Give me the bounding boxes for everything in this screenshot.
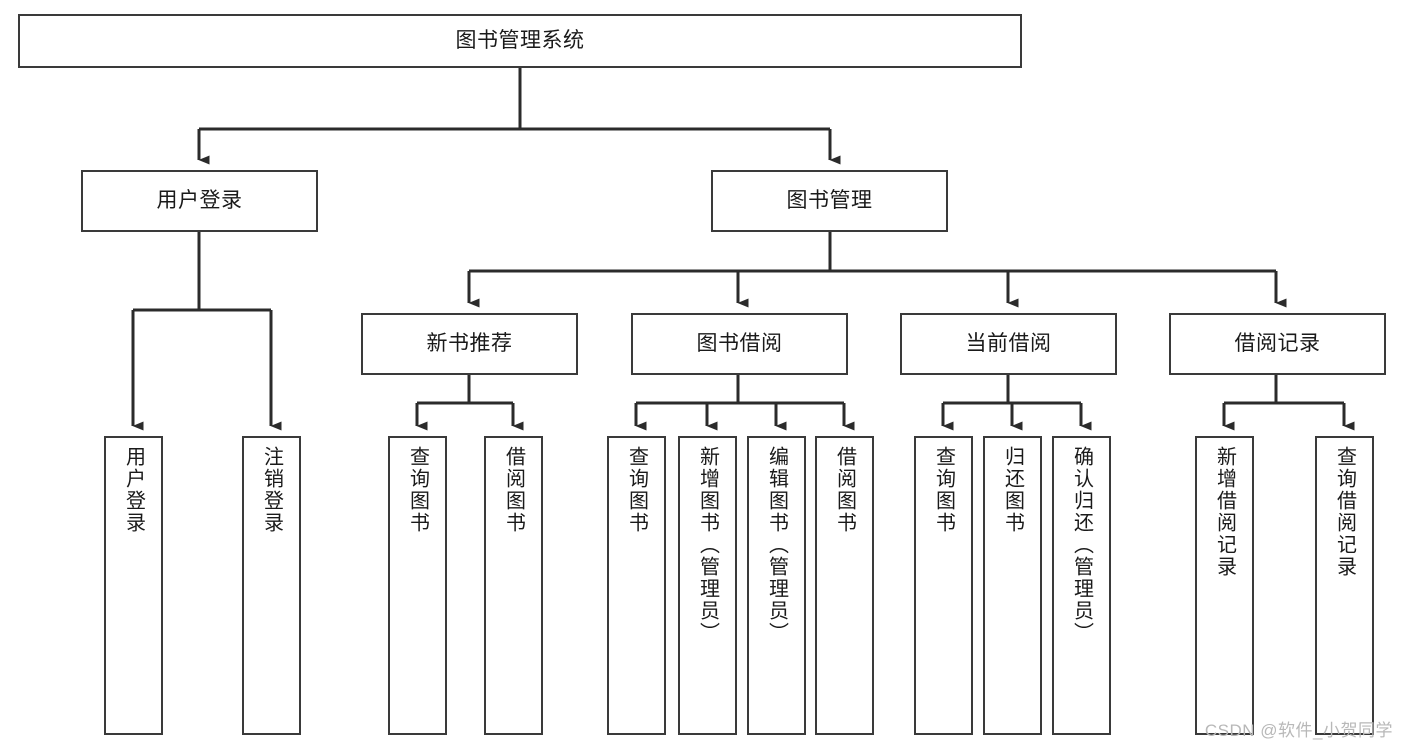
node-current-borrow-label: 当前借阅 xyxy=(965,331,1052,355)
leaf-bb-add-book-admin[interactable]: 新增图书（管理员） xyxy=(678,436,737,735)
leaf-cb-confirm-return-admin-label: 确认归还（管理员） xyxy=(1070,446,1093,644)
leaf-cb-query-book[interactable]: 查询图书 xyxy=(914,436,973,735)
node-book-borrow[interactable]: 图书借阅 xyxy=(631,313,848,375)
leaf-cb-query-book-label: 查询图书 xyxy=(932,446,955,534)
node-new-book-recommend-label: 新书推荐 xyxy=(426,331,513,355)
leaf-logout[interactable]: 注销登录 xyxy=(242,436,301,735)
leaf-user-login-label: 用户登录 xyxy=(122,446,145,534)
node-user-login-label: 用户登录 xyxy=(156,188,243,212)
leaf-br-query-record[interactable]: 查询借阅记录 xyxy=(1315,436,1374,735)
csdn-watermark: CSDN @软件_小贺同学 xyxy=(1204,721,1393,740)
node-borrow-record[interactable]: 借阅记录 xyxy=(1169,313,1386,375)
leaf-bb-query-book[interactable]: 查询图书 xyxy=(607,436,666,735)
leaf-bb-query-book-label: 查询图书 xyxy=(625,446,648,534)
leaf-cb-return-book-label: 归还图书 xyxy=(1001,446,1024,534)
leaf-br-add-record[interactable]: 新增借阅记录 xyxy=(1195,436,1254,735)
leaf-bb-edit-book-admin[interactable]: 编辑图书（管理员） xyxy=(747,436,806,735)
leaf-nb-query-book-label: 查询图书 xyxy=(406,446,429,534)
leaf-br-add-record-label: 新增借阅记录 xyxy=(1213,446,1236,578)
leaf-bb-edit-book-admin-label: 编辑图书（管理员） xyxy=(765,446,788,644)
leaf-bb-borrow-book-label: 借阅图书 xyxy=(833,446,856,534)
leaf-cb-return-book[interactable]: 归还图书 xyxy=(983,436,1042,735)
node-current-borrow[interactable]: 当前借阅 xyxy=(900,313,1117,375)
leaf-user-login[interactable]: 用户登录 xyxy=(104,436,163,735)
node-borrow-record-label: 借阅记录 xyxy=(1234,331,1321,355)
leaf-br-query-record-label: 查询借阅记录 xyxy=(1333,446,1356,578)
node-root-label: 图书管理系统 xyxy=(455,28,585,52)
node-user-login[interactable]: 用户登录 xyxy=(81,170,318,232)
leaf-nb-borrow-book[interactable]: 借阅图书 xyxy=(484,436,543,735)
leaf-bb-add-book-admin-label: 新增图书（管理员） xyxy=(696,446,719,644)
leaf-nb-query-book[interactable]: 查询图书 xyxy=(388,436,447,735)
node-book-management[interactable]: 图书管理 xyxy=(711,170,948,232)
leaf-bb-borrow-book[interactable]: 借阅图书 xyxy=(815,436,874,735)
node-book-management-label: 图书管理 xyxy=(786,188,873,212)
node-book-borrow-label: 图书借阅 xyxy=(696,331,783,355)
leaf-cb-confirm-return-admin[interactable]: 确认归还（管理员） xyxy=(1052,436,1111,735)
leaf-nb-borrow-book-label: 借阅图书 xyxy=(502,446,525,534)
leaf-logout-label: 注销登录 xyxy=(260,446,283,534)
node-root-book-management-system[interactable]: 图书管理系统 xyxy=(18,14,1022,68)
node-new-book-recommend[interactable]: 新书推荐 xyxy=(361,313,578,375)
